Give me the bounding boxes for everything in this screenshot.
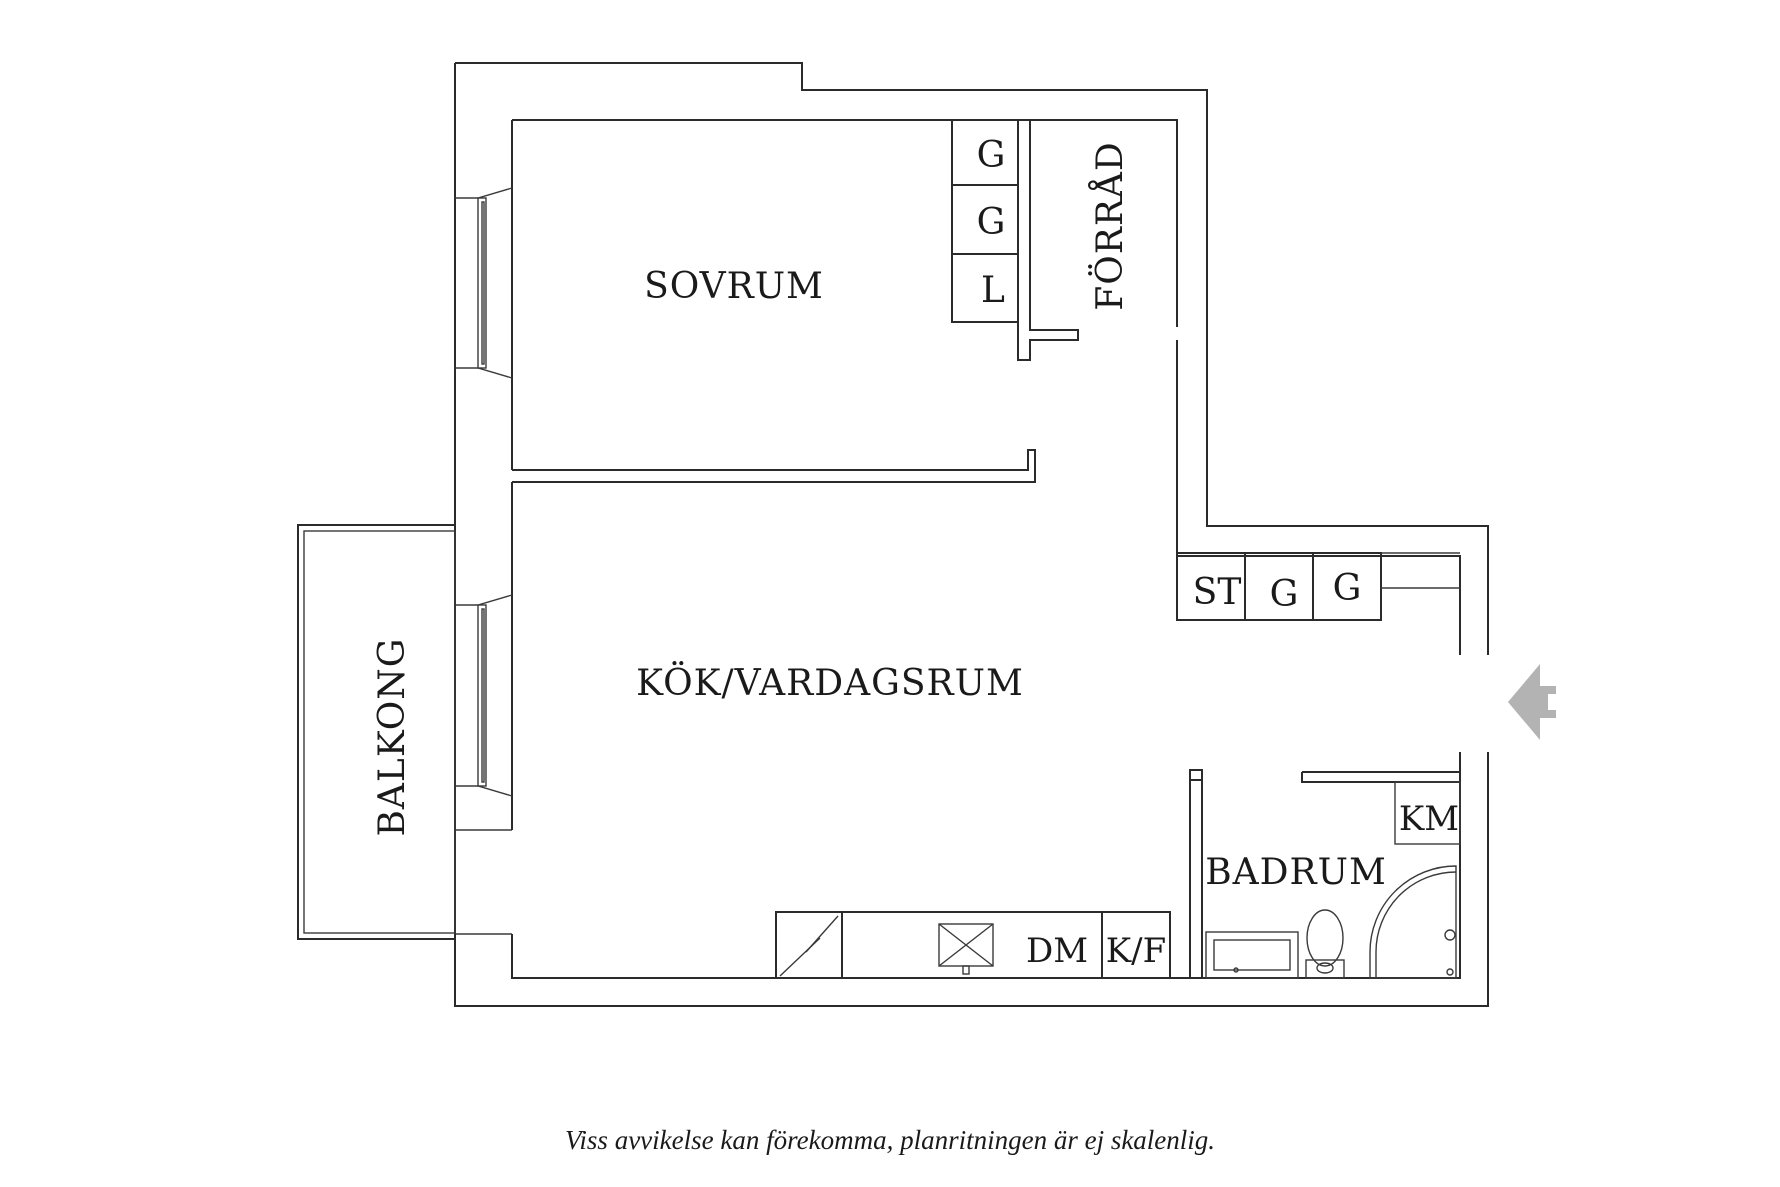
fixture-label-hall-wardrobe-2: G: [1333, 568, 1362, 609]
room-label-forrad: FÖRRÅD: [1089, 141, 1131, 311]
bathroom-fixtures: [1205, 781, 1461, 979]
bedroom-wardrobes: [951, 119, 1079, 361]
sink: [1205, 931, 1299, 979]
disclaimer-text: Viss avvikelse kan förekomma, planritnin…: [564, 1125, 1216, 1155]
room-label-kok-vardagsrum: KÖK/VARDAGSRUM: [636, 662, 1024, 704]
fixture-label-wardrobe-2: G: [977, 202, 1006, 243]
room-label-sovrum: SOVRUM: [644, 266, 824, 307]
window-sovrum: [455, 187, 513, 379]
toilet: [1306, 909, 1344, 967]
balcony-door-jamb: [455, 829, 512, 935]
bedroom-wall: [512, 449, 1036, 483]
fixture-label-storage-st: ST: [1193, 572, 1242, 613]
fixture-label-fridge-freezer: K/F: [1106, 931, 1166, 971]
fixture-label-washing-machine: KM: [1399, 799, 1459, 839]
balcony: [297, 524, 456, 940]
hall-wardrobes: [1176, 552, 1460, 621]
room-label-badrum: BADRUM: [1205, 852, 1387, 893]
fixture-label-linen: L: [981, 270, 1005, 311]
shower: [1369, 865, 1457, 979]
washing-machine-outline: [1394, 781, 1461, 845]
room-label-balkong: BALKONG: [372, 637, 413, 836]
fixture-label-wardrobe-1: G: [977, 135, 1006, 176]
kitchen-counter: [775, 911, 1171, 979]
entrance-arrow-icon: [1508, 664, 1556, 740]
fixture-label-hall-wardrobe-1: G: [1270, 574, 1299, 615]
window-kok: [455, 594, 513, 797]
fixture-label-dishwasher: DM: [1026, 931, 1088, 971]
